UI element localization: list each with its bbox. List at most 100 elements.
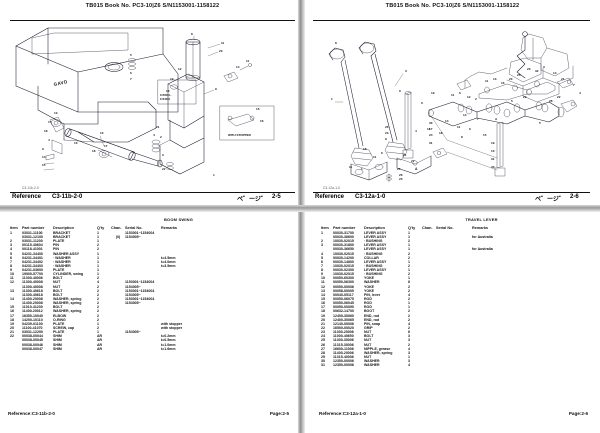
cell-serial: 1153001~1154004 — [125, 288, 155, 293]
col-desc: Description — [364, 226, 385, 230]
cell-part-number: 00038-00047 — [22, 346, 43, 351]
cell-description: SHIM — [53, 342, 62, 347]
footer-reference-left: Reference:C3-11b-2-0 — [8, 411, 55, 416]
svg-text:15: 15 — [42, 163, 46, 167]
cell-qty: 1 — [97, 230, 99, 235]
cell-remarks: t=0.5mm — [161, 338, 176, 343]
svg-text:31: 31 — [429, 141, 433, 145]
cell-qty: 1 — [408, 259, 410, 264]
cell-part-number: 12400-30065 — [333, 317, 354, 322]
parts-table-page-right: TRAVEL LEVER Item Part number Descriptio… — [305, 211, 600, 433]
svg-text:1: 1 — [361, 167, 363, 171]
cell-description: WASHER, spring — [53, 309, 82, 314]
cell-qty: 2 — [97, 301, 99, 306]
cell-description: WASHER, spring — [53, 301, 82, 306]
cell-item: 13 — [10, 288, 14, 293]
cell-remarks: for Australia — [472, 234, 493, 239]
svg-text:5: 5 — [130, 53, 132, 57]
cell-qty: 2 — [97, 309, 99, 314]
cell-serial: 1153001~1154004 — [125, 297, 155, 302]
table-header-row: Item Part number Description Q'ty Chan. … — [319, 226, 516, 232]
cell-item: 1 — [10, 230, 12, 235]
svg-text:14: 14 — [42, 155, 46, 159]
svg-text:14: 14 — [445, 119, 449, 123]
page-number-right: 2-6 — [570, 194, 579, 200]
svg-text:22: 22 — [162, 167, 166, 171]
cell-part-number: 00030-31700 — [333, 230, 354, 235]
cell-chan — [111, 348, 125, 352]
cell-qty: 1 — [97, 255, 99, 260]
header-rule-left — [10, 20, 295, 21]
cell-qty: 1 — [408, 247, 410, 252]
cell-qty: 2 — [97, 276, 99, 281]
svg-text:21: 21 — [156, 125, 160, 129]
svg-text:19: 19 — [491, 141, 495, 145]
svg-text:11: 11 — [221, 41, 225, 45]
panel-bottom-right-table: TRAVEL LEVER Item Part number Descriptio… — [305, 211, 600, 433]
cell-remarks — [472, 364, 516, 368]
svg-text:26: 26 — [385, 125, 389, 129]
cell-item: 8 — [321, 268, 323, 273]
cell-description: WASHER ASSY — [53, 251, 80, 256]
cell-description: BOLT — [364, 334, 374, 339]
cell-qty: 1 — [408, 268, 410, 273]
cell-item: 2 — [10, 239, 12, 244]
page-number-left: 2-5 — [272, 194, 281, 200]
cell-part-number: 00040-05117 — [333, 292, 354, 297]
cell-item: 6 — [321, 259, 323, 264]
cell-qty: 2 — [408, 251, 410, 256]
svg-text:6: 6 — [130, 71, 132, 75]
illustration-page-right: TB015 Book No. PC3-10|Z6 S/N1153001-1158… — [305, 0, 600, 211]
cell-part-number: 00050-06075 — [333, 297, 354, 302]
svg-text:8: 8 — [461, 135, 463, 139]
cell-item: 22 — [10, 334, 14, 339]
cell-qty: 1 — [97, 272, 99, 277]
cell-description: SCREW, cap — [53, 326, 75, 331]
svg-text:GAVD: GAVD — [53, 79, 68, 87]
cell-description: GRIP — [364, 326, 373, 331]
cell-remarks: t=4.5mm — [161, 255, 176, 260]
cell-qty: AR — [97, 346, 103, 351]
cell-part-number: 00058-00005 — [333, 288, 354, 293]
cell-serial: 1153001~1154004 — [125, 280, 155, 285]
cell-description: NIPPLE, grease — [364, 346, 391, 351]
footer-page-left: Page:2-5 — [269, 411, 289, 416]
svg-text:6: 6 — [469, 127, 471, 131]
cell-qty: 2 — [408, 284, 410, 289]
cell-description: BOLT — [53, 288, 63, 293]
cell-description: NUT — [364, 330, 372, 335]
cell-serial — [436, 364, 472, 368]
cell-item: 30 — [321, 359, 325, 364]
cell-part-number: 11300-40618 — [22, 288, 43, 293]
cell-item: 2 — [321, 239, 323, 244]
cell-qty: 4 — [408, 346, 410, 351]
cell-qty: 1 — [408, 355, 410, 360]
svg-text:8: 8 — [191, 32, 193, 36]
cell-description: PIN, lever — [364, 292, 381, 297]
cell-description: · WASHER — [53, 259, 71, 264]
cell-item: 28 — [321, 350, 325, 355]
cell-item: 5 — [10, 251, 12, 256]
cell-part-number: 10030-02015 — [333, 239, 354, 244]
svg-text:20: 20 — [509, 77, 513, 81]
svg-text:6: 6 — [381, 151, 383, 155]
col-part: Part number — [333, 226, 356, 230]
cell-part-number: 00050-06045 — [333, 301, 354, 306]
svg-text:4: 4 — [415, 129, 417, 133]
svg-text:3: 3 — [543, 65, 545, 69]
